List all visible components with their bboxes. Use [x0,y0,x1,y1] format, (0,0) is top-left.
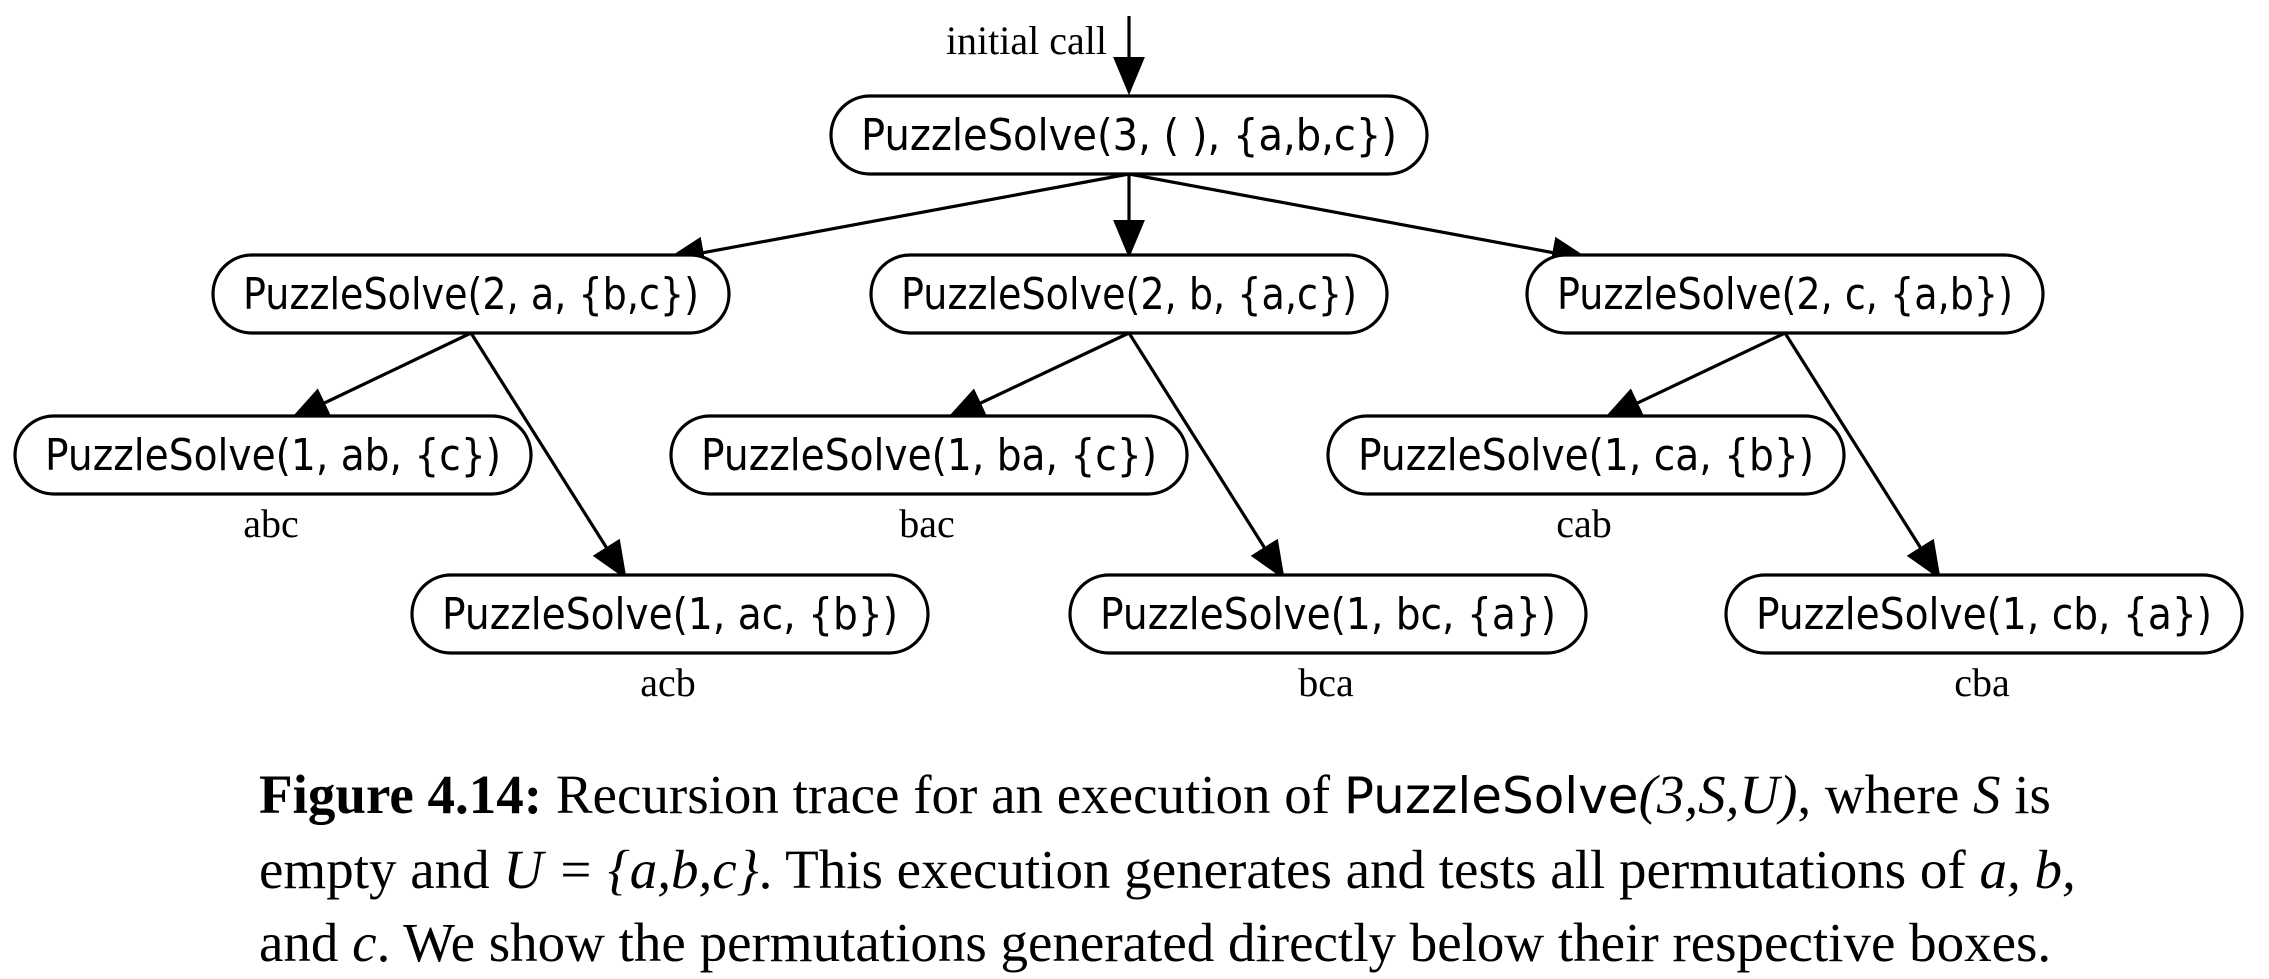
node-ab: PuzzleSolve(1, ab, {c}) abc [13,414,533,546]
node-label: PuzzleSolve(1, ac, {b}) [442,589,898,640]
caption-text: . This execution generates and tests all… [758,839,1966,900]
nodes-layer: PuzzleSolve(3, ( ), {a,b,c}) PuzzleSolve(… [13,94,2244,705]
node-root: PuzzleSolve(3, ( ), {a,b,c}) [829,94,1429,176]
edge-c-to-cb [1783,332,1941,580]
node-a: PuzzleSolve(2, a, {b,c}) [211,253,731,335]
node-c: PuzzleSolve(2, c, {a,b}) [1525,253,2045,335]
node-box [211,253,731,335]
caption-variable: c [352,912,377,973]
node-label: PuzzleSolve(1, ba, {c}) [701,430,1157,481]
node-box [669,414,1189,496]
caption-line-3: and c. We show the permutations generate… [259,906,2249,979]
node-box [1724,573,2244,655]
node-label: PuzzleSolve(3, ( ), {a,b,c}) [861,110,1397,161]
node-box [1326,414,1846,496]
figure-caption: Figure 4.14: Recursion trace for an exec… [259,758,2249,979]
figure-label: Figure 4.14: [259,764,543,825]
recursion-trace-diagram: initial call PuzzleSolve(3, ( ), {a,b,c}… [13,16,2244,705]
caption-text: . We show the permutations generated dir… [376,912,2052,973]
permutation-label: abc [243,501,299,546]
edge-a-to-ac [469,332,627,580]
caption-math: U = {a,b,c} [503,839,759,900]
node-label: PuzzleSolve(2, b, {a,c}) [901,269,1357,320]
node-bc: PuzzleSolve(1, bc, {a}) bca [1068,573,1588,705]
edge-b-to-ba [946,331,1130,420]
node-box [869,253,1389,335]
caption-text: empty and [259,839,490,900]
node-label: PuzzleSolve(1, ab, {c}) [45,430,501,481]
node-cb: PuzzleSolve(1, cb, {a}) cba [1724,573,2244,705]
node-label: PuzzleSolve(1, bc, {a}) [1100,589,1556,640]
node-b: PuzzleSolve(2, b, {a,c}) [869,253,1389,335]
permutation-label: acb [640,660,696,705]
node-label: PuzzleSolve(1, ca, {b}) [1358,430,1814,481]
edge-root-to-a [665,172,1130,269]
caption-text: is [2014,764,2051,825]
node-box [829,94,1429,176]
edge-b-to-bc [1127,332,1285,580]
node-ac: PuzzleSolve(1, ac, {b}) acb [410,573,930,705]
node-label: PuzzleSolve(2, a, {b,c}) [243,269,699,320]
caption-text: and [259,912,339,973]
node-label: PuzzleSolve(1, cb, {a}) [1756,589,2212,640]
caption-line-2: empty and U = {a,b,c}. This execution ge… [259,833,2249,906]
node-box [410,573,930,655]
edge-c-to-ca [1603,331,1786,420]
edges-layer [290,172,1941,580]
caption-function-args: (3,S,U) [1638,764,1798,825]
permutation-label: bca [1298,660,1354,705]
caption-function-name: PuzzleSolve [1343,767,1639,825]
node-ba: PuzzleSolve(1, ba, {c}) bac [669,414,1189,546]
caption-text: Recursion trace for an execution of [555,764,1331,825]
node-ca: PuzzleSolve(1, ca, {b}) cab [1326,414,1846,546]
caption-line-1: Figure 4.14: Recursion trace for an exec… [259,758,2249,833]
initial-call-label: initial call [946,18,1107,63]
caption-variable: S [1973,764,2001,825]
caption-text: , where [1797,764,1960,825]
edge-root-to-c [1128,172,1591,269]
node-box [1525,253,2045,335]
permutation-label: cba [1954,660,2010,705]
node-label: PuzzleSolve(2, c, {a,b}) [1557,269,2013,320]
node-box [13,414,533,496]
permutation-label: bac [899,501,955,546]
edge-a-to-ab [290,331,472,420]
node-box [1068,573,1588,655]
caption-variables: a, b, [1979,839,2076,900]
permutation-label: cab [1556,501,1612,546]
